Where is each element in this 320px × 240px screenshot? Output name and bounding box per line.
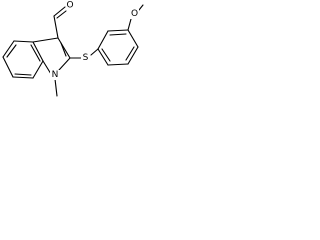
bond	[127, 46, 139, 65]
bond	[2, 40, 15, 58]
indole-benzene-ring	[2, 40, 44, 79]
label-background	[66, 1, 74, 10]
bond	[58, 57, 71, 71]
aldehyde-group	[53, 6, 67, 39]
bond	[97, 30, 109, 50]
methoxyphenyl-ring	[97, 29, 139, 66]
sulfur-aryl-bond	[90, 48, 99, 56]
atom-o-aldehyde: O	[66, 1, 74, 11]
bond	[13, 40, 34, 43]
bond	[107, 29, 129, 32]
n-methyl-bond	[54, 78, 58, 97]
label-background	[50, 70, 60, 80]
atom-label-s-thioether: S	[83, 53, 89, 63]
atom-s-thioether: S	[81, 53, 90, 63]
atom-o-methoxy: O	[130, 9, 139, 19]
bond	[127, 29, 139, 48]
chemical-structure-diagram: O O S N	[2, 1, 144, 97]
oxygen-methyl-bond	[138, 4, 144, 11]
bond	[2, 56, 14, 78]
bond	[97, 48, 109, 66]
bond	[57, 37, 71, 59]
double-bond-inner	[6, 44, 17, 58]
bond	[12, 76, 34, 79]
atom-label-o-aldehyde: O	[66, 1, 73, 11]
aryl-oxygen-bond	[127, 18, 132, 31]
double-bond-inner	[60, 42, 67, 57]
label-background	[81, 53, 90, 63]
bond	[42, 60, 52, 75]
double-bond-inner	[125, 46, 135, 61]
atom-label-n-indole: N	[52, 70, 59, 80]
double-bond-inner	[30, 44, 41, 62]
double-bond-inner	[101, 48, 111, 62]
double-bond-inner	[14, 73, 32, 76]
bond	[107, 63, 129, 66]
pyrrole-ring	[32, 37, 71, 75]
atom-n-indole: N	[50, 70, 60, 80]
bond	[32, 41, 44, 62]
double-bond-inner	[56, 10, 67, 19]
bond	[53, 15, 59, 39]
bond	[53, 6, 66, 17]
bond	[32, 60, 44, 79]
atom-label-o-methoxy: O	[131, 9, 138, 19]
double-bond-inner	[109, 33, 127, 36]
bond	[32, 37, 59, 43]
label-background	[130, 9, 139, 19]
